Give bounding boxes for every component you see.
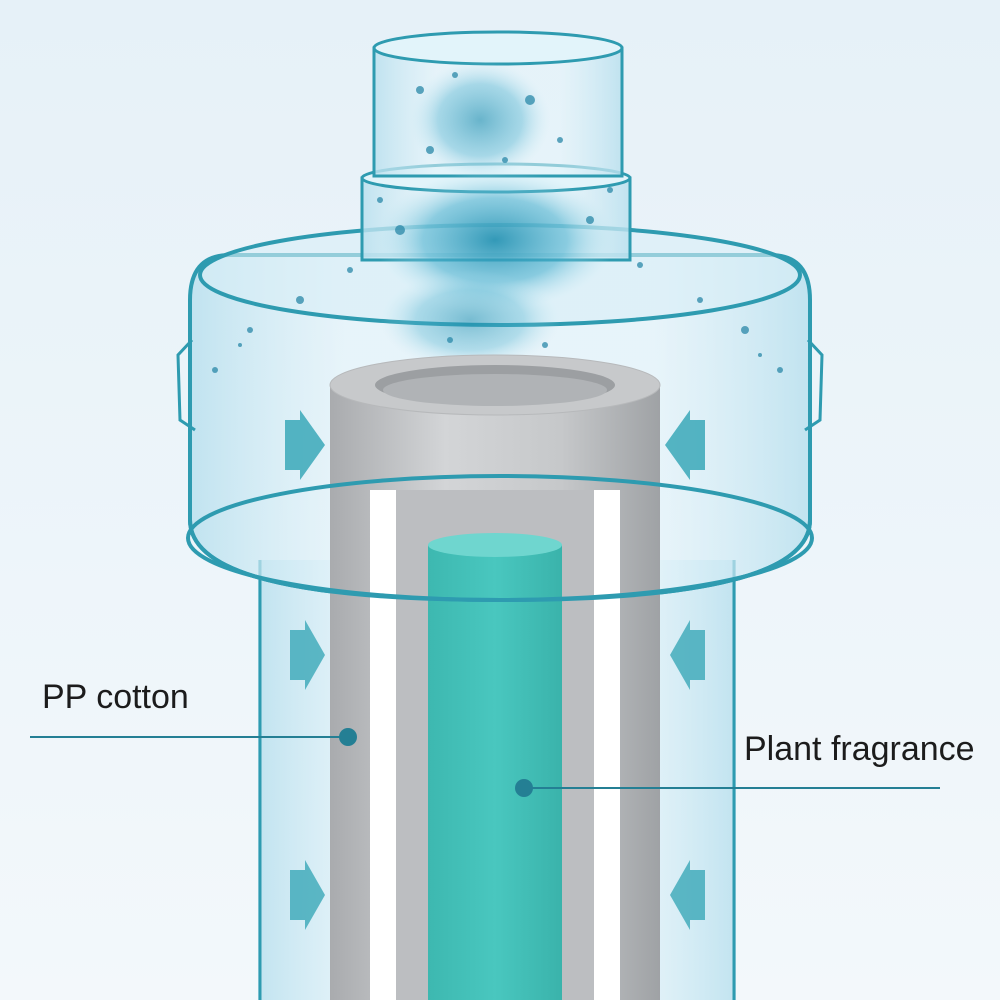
- water-splash-icon: [212, 60, 783, 373]
- pp-cotton-leader: [30, 728, 357, 746]
- pp-cotton-label: PP cotton: [42, 678, 189, 716]
- cutaway-gap-right: [594, 490, 620, 1000]
- plant-fragrance-label: Plant fragrance: [744, 730, 975, 768]
- plant-fragrance-leader: [515, 779, 940, 797]
- cutaway-gap-left: [370, 490, 396, 1000]
- plant-fragrance-core: [428, 533, 562, 1000]
- housing-collar-rim: [186, 474, 814, 603]
- inward-flow-arrow-icon: [285, 410, 705, 930]
